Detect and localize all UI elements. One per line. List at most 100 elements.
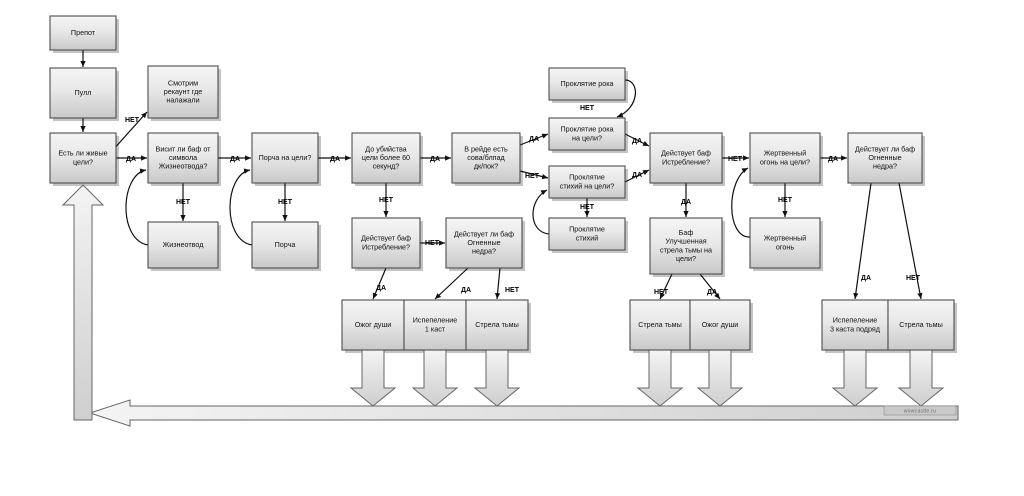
- node-t_soulburn2[interactable]: Ожог души: [689, 299, 751, 351]
- node-label: Препот: [71, 28, 96, 37]
- edge-label: НЕТ: [125, 117, 140, 124]
- edge-elem-loop: [532, 189, 550, 235]
- node-box: [548, 117, 626, 151]
- edge-label: ДА: [126, 156, 136, 163]
- node-label: Ожог души: [702, 320, 739, 329]
- node-box: [548, 165, 626, 199]
- edge-label: ДА: [430, 156, 440, 163]
- loop-back-arrows: [61, 184, 959, 427]
- node-label: Пулл: [75, 88, 92, 97]
- node-label: Стрела тьмы: [638, 320, 682, 329]
- node-box: [887, 299, 955, 351]
- node-pull[interactable]: Пулл: [49, 67, 117, 119]
- node-corruption[interactable]: Порча: [251, 221, 319, 269]
- edge-label: ДА: [632, 138, 642, 145]
- edge-raid-elem: [519, 170, 549, 180]
- node-box: [49, 132, 117, 184]
- edge-label: НЕТ: [278, 199, 293, 206]
- edge-lifetap-loop: [125, 168, 149, 246]
- node-corruption_q[interactable]: Порча на цели?: [251, 132, 319, 184]
- watermark: wowcastle.ru: [883, 405, 957, 416]
- edge-label: ДА: [861, 275, 871, 282]
- node-label: Ожог души: [355, 320, 392, 329]
- node-box: [251, 132, 319, 184]
- node-label: Проклятие рока: [560, 79, 613, 88]
- edge-sacfire-loop: [731, 167, 751, 238]
- node-prepot[interactable]: Препот: [49, 15, 117, 51]
- edge-label: ДА: [707, 289, 717, 296]
- node-box: [749, 217, 821, 269]
- edge: [372, 267, 387, 300]
- edge-label: НЕТ: [379, 197, 394, 204]
- edge-alive-recount: [111, 111, 148, 152]
- edge-label: НЕТ: [654, 289, 669, 296]
- node-t_soulburn1[interactable]: Ожог души: [341, 299, 405, 351]
- node-box: [251, 221, 319, 269]
- node-t_shadow2[interactable]: Стрела тьмы: [629, 299, 691, 351]
- node-box: [548, 217, 626, 251]
- node-t_shadow3[interactable]: Стрела тьмы: [887, 299, 955, 351]
- edge-doomq-bane: [624, 133, 650, 147]
- node-t_shadow1[interactable]: Стрела тьмы: [465, 299, 529, 351]
- edge-label: НЕТ: [425, 240, 440, 247]
- node-lifetap[interactable]: Жизнеотвод: [147, 221, 219, 269]
- edge-label: ДА: [632, 172, 642, 179]
- loop-arrow-down: [473, 349, 521, 407]
- edge: [434, 267, 469, 300]
- edge: [898, 182, 923, 300]
- node-label: Жизнеотвод: [163, 240, 205, 249]
- edge-label: ДА: [230, 156, 240, 163]
- edge-doom-loop: [616, 79, 637, 118]
- loop-return-bar: [88, 399, 959, 427]
- edge-labels-layer: НЕТ ДА НЕТ ДА НЕТ ДА НЕТ ДА НЕТ ДА ДА НЕТ ДА НЕТ НЕТ ДА…: [125, 105, 921, 296]
- edge-label: НЕТ: [176, 199, 191, 206]
- edge-label: НЕТ: [580, 105, 595, 112]
- node-box: [749, 132, 821, 184]
- edge-label: НЕТ: [778, 197, 793, 204]
- edge: [494, 267, 501, 300]
- edge-elemq-bane: [624, 169, 650, 183]
- node-box: [147, 132, 219, 184]
- edge: [659, 273, 673, 300]
- node-label: Стрела тьмы: [475, 320, 519, 329]
- loop-arrow-down: [349, 349, 397, 407]
- edge-label: НЕТ: [728, 156, 743, 163]
- node-label: Стрела тьмы: [899, 320, 943, 329]
- edge-label: ДА: [461, 287, 471, 294]
- edge-label: НЕТ: [580, 204, 595, 211]
- node-label: Порча на цели?: [259, 153, 312, 162]
- node-curse_doom[interactable]: Проклятие рока: [548, 67, 626, 101]
- edge-label: ДА: [376, 285, 386, 292]
